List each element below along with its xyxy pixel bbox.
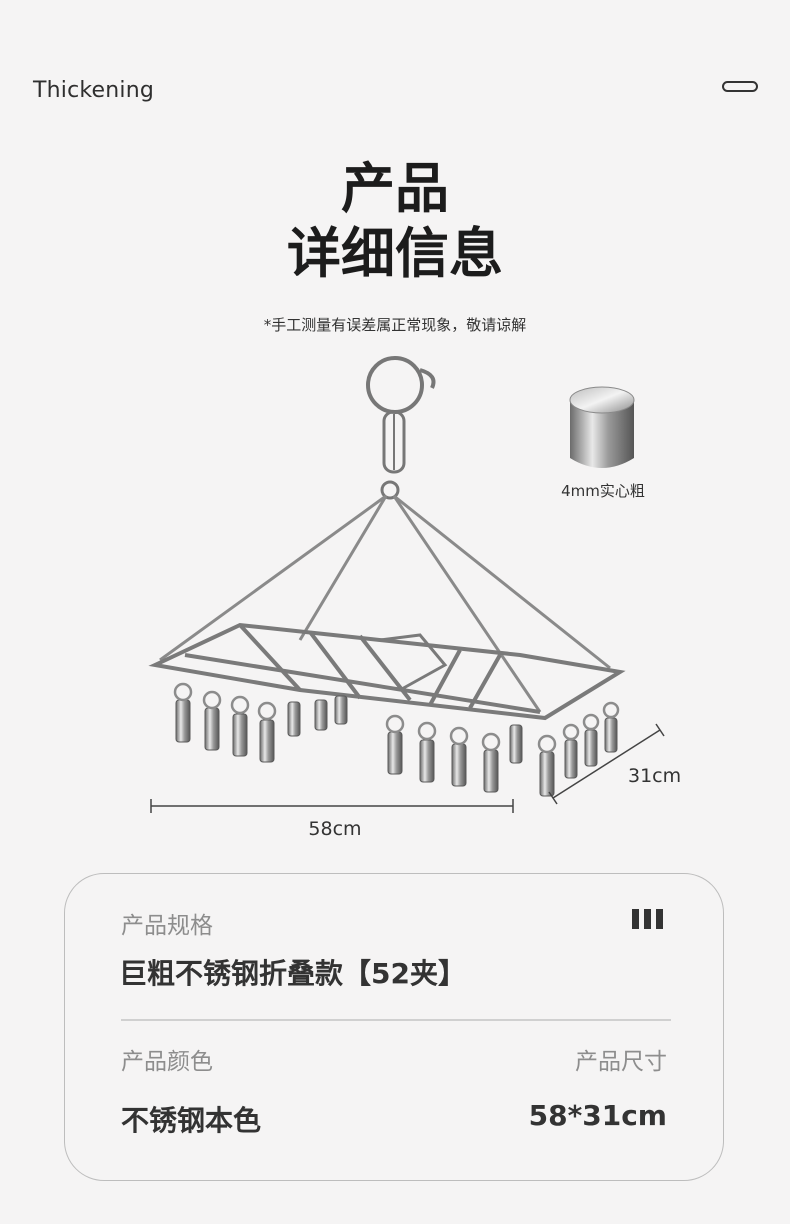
bars-icon xyxy=(632,909,668,929)
page-title-line2: 详细信息 xyxy=(287,222,503,285)
width-label: 58cm xyxy=(308,818,362,840)
spec-card: 产品规格 巨粗不锈钢折叠款【52夹】 产品颜色 产品尺寸 不锈钢本色 58*31… xyxy=(64,873,724,1181)
depth-label: 31cm xyxy=(628,765,682,787)
width-dimension-line xyxy=(150,799,514,813)
size-label: 产品尺寸 xyxy=(575,1049,667,1075)
peg-cluster-right xyxy=(387,717,618,797)
suspension-wires xyxy=(159,494,611,713)
wire-thickness-label: 4mm实心粗 xyxy=(561,482,645,500)
spec-label: 产品规格 xyxy=(121,913,213,939)
rack-frame xyxy=(148,622,626,721)
card-divider xyxy=(121,1019,671,1021)
spec-value: 巨粗不锈钢折叠款【52夹】 xyxy=(119,957,466,990)
page-title-line1: 产品 xyxy=(341,157,449,220)
color-label: 产品颜色 xyxy=(121,1049,213,1075)
color-value: 不锈钢本色 xyxy=(121,1104,262,1137)
hanger-illustration xyxy=(148,356,665,813)
peg-cluster-left xyxy=(175,695,348,763)
eyebrow-text: Thickening xyxy=(33,78,155,103)
size-value: 58*31cm xyxy=(528,1099,667,1132)
peg-rings xyxy=(173,682,620,754)
menu-pill-icon[interactable] xyxy=(722,81,758,92)
depth-dimension-line xyxy=(548,723,665,805)
hook-icon xyxy=(366,356,436,500)
wire-thickness-icon xyxy=(569,386,635,468)
measurement-note: *手工测量有误差属正常现象，敬请谅解 xyxy=(263,316,527,334)
